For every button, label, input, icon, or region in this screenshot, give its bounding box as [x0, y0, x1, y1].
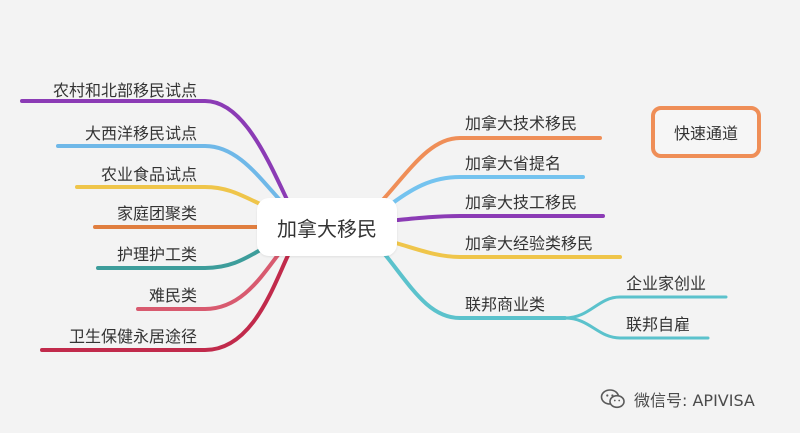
- branch-line-right-3: [394, 241, 622, 259]
- sub-branch-label-0: 企业家创业: [626, 274, 707, 293]
- wechat-watermark: 微信号: APIVISA: [600, 386, 755, 412]
- branch-label-right-0: 加拿大技术移民: [465, 114, 578, 133]
- express-entry-callout: 快速通道: [651, 106, 761, 158]
- branch-line-right-0: [378, 136, 602, 205]
- branch-label-right-4: 联邦商业类: [465, 295, 546, 314]
- branch-label-right-3: 加拿大经验类移民: [465, 234, 594, 253]
- central-topic[interactable]: 加拿大移民: [257, 198, 397, 256]
- sub-branch-line-1: [563, 316, 710, 340]
- sub-branch-label-1: 联邦自雇: [626, 315, 691, 334]
- branch-label-left-0: 农村和北部移民试点: [52, 81, 197, 100]
- branch-line-left-0: [20, 99, 294, 212]
- branch-line-right-2: [396, 214, 605, 222]
- branch-label-right-1: 加拿大省提名: [465, 154, 562, 173]
- branch-line-left-6: [40, 245, 294, 352]
- wechat-icon: [600, 389, 625, 409]
- express-entry-callout-label: 快速通道: [673, 124, 738, 143]
- branch-label-left-6: 卫生保健永居途径: [68, 327, 197, 346]
- branch-label-left-2: 农业食品试点: [100, 165, 197, 184]
- branch-label-left-1: 大西洋移民试点: [84, 124, 197, 143]
- wechat-id-text: 微信号: APIVISA: [634, 391, 755, 410]
- branch-line-right-1: [384, 175, 585, 210]
- branch-label-left-5: 难民类: [148, 286, 197, 305]
- branch-label-right-2: 加拿大技工移民: [465, 193, 578, 212]
- branch-label-left-3: 家庭团聚类: [116, 204, 197, 223]
- branch-label-left-4: 护理护工类: [116, 245, 197, 264]
- central-topic-label: 加拿大移民: [277, 216, 377, 241]
- branch-line-right-4: [381, 250, 567, 320]
